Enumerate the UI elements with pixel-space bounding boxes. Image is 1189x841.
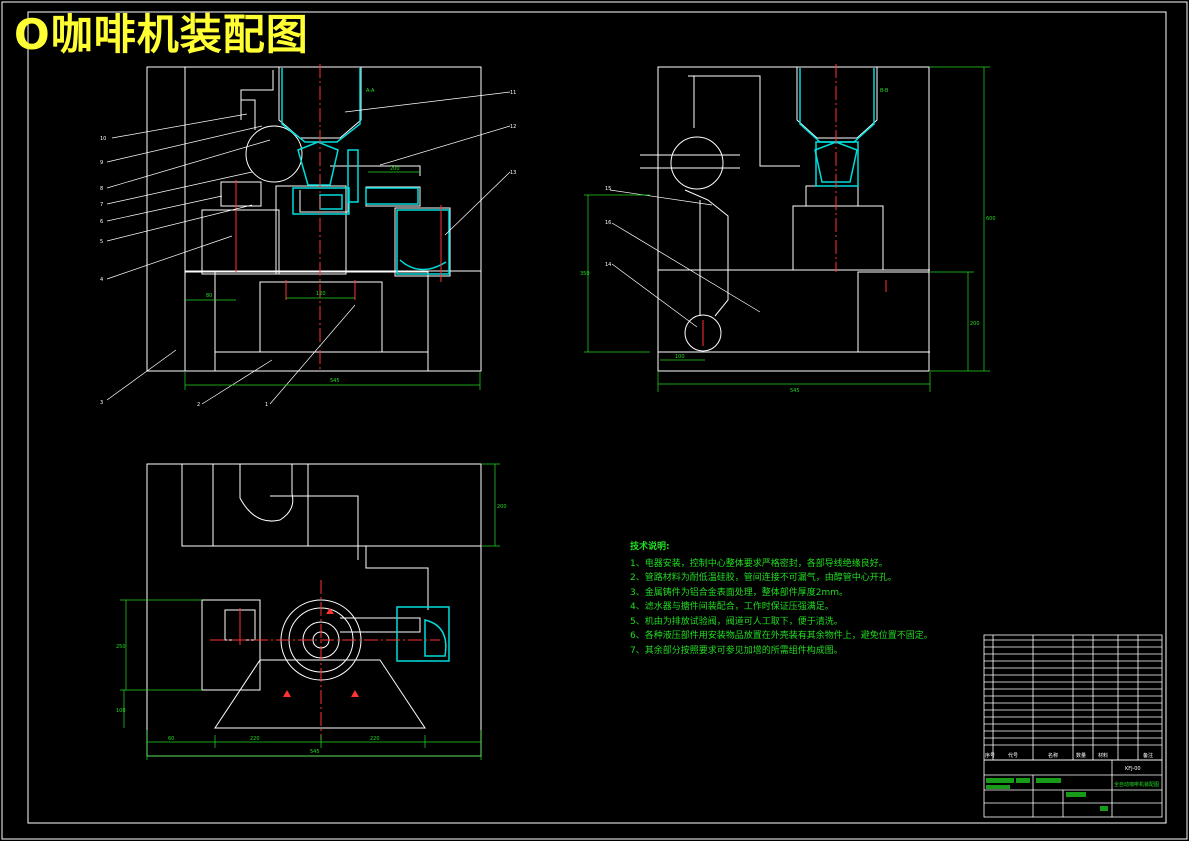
header-remark: 备注 [1143,752,1153,759]
leader-10: 10 [100,136,106,142]
note-item: 3、金属铸件为铝合金表面处理，整体部件厚度2mm。 [630,587,848,598]
note-item: 6、各种液压部件用安装物品放置在外壳装有其余物件上，避免位置不固定。 [630,631,933,641]
header-material: 材料 [1098,752,1108,759]
top-view-parts [396,606,450,662]
title-block [983,759,1163,818]
side-view-parts [799,68,875,187]
header-index: 序号 [985,752,995,759]
top-view-dim-values: 200 250 100 60 220 220 545 [116,504,507,755]
technical-notes: 技术说明: 1、电器安装，控制中心整体要求严格密封，各部导线绝缘良好。 2、管路… [630,540,933,658]
note-item: 1、电器安装，控制中心整体要求严格密封，各部导线绝缘良好。 [630,558,888,569]
front-view-dimensions [184,171,481,390]
side-view [640,66,930,372]
svg-text:220: 220 [250,736,260,742]
top-view [146,463,482,757]
drawing-name: 全自动咖啡机装配图 [1114,781,1159,788]
top-view-markers [283,608,359,697]
leader-8: 8 [100,186,103,192]
leader-7: 7 [100,202,103,208]
note-item: 5、机由为排放试验阀，阀道可人工取下，便于清洗。 [630,616,843,627]
front-view-centerlines [235,64,442,372]
svg-text:545: 545 [330,378,340,384]
front-view-leaders [106,91,511,405]
leader-15: 15 [605,186,611,192]
leader-14: 14 [605,262,611,268]
svg-text:600: 600 [986,216,996,222]
svg-text:545: 545 [310,749,320,755]
svg-text:250: 250 [116,644,126,650]
svg-text:80: 80 [206,293,212,299]
svg-text:120: 120 [316,291,326,297]
leader-11: 11 [510,90,516,96]
svg-text:200: 200 [390,166,400,172]
side-view-leaders [609,189,761,328]
parts-list-header: 序号 代号 名称 数量 材料 备注 [985,752,1153,759]
header-qty: 数量 [1076,752,1086,759]
inner-border [27,11,1167,824]
svg-text:100: 100 [116,708,126,714]
notes-heading: 技术说明: [630,542,670,552]
header-code: 代号 [1008,752,1018,759]
leader-9: 9 [100,160,103,166]
parts-list [983,634,1163,761]
view-label-side: B-B [880,88,889,94]
leader-13: 13 [510,170,516,176]
leader-16: 16 [605,220,611,226]
svg-text:220: 220 [370,736,380,742]
title-block-green [986,778,1108,811]
view-label-front: A-A [366,88,375,94]
top-view-centerlines [210,580,440,740]
leader-6: 6 [100,219,103,225]
note-item: 2、管路材料为耐低温硅胶，管间连接不可漏气，由醇管中心开孔。 [630,573,897,583]
side-view-dim-values: 600 200 350 545 100 [580,216,996,394]
side-view-dimensions [584,66,990,392]
top-view-dimensions [120,463,500,760]
note-item: 7、其余部分按照要求可参见加增的所需组件构成图。 [630,645,843,656]
drawing-title: O咖啡机装配图 [14,10,309,59]
svg-text:200: 200 [497,504,507,510]
svg-text:100: 100 [675,354,685,360]
svg-text:545: 545 [790,388,800,394]
leader-4: 4 [100,277,103,283]
drawing-number: KFJ-00 [1125,766,1141,772]
side-view-centerlines [702,64,887,346]
svg-text:60: 60 [168,736,174,742]
leader-1: 1 [265,402,268,408]
leader-3: 3 [100,400,103,406]
front-view-dim-values: 80 120 545 200 [206,166,400,384]
leader-5: 5 [100,239,103,245]
front-view [146,66,482,372]
svg-text:350: 350 [580,271,590,277]
front-view-parts [281,68,450,275]
leader-numbers: 10 9 8 7 6 5 4 3 2 1 11 12 13 15 16 14 [100,90,611,408]
note-item: 4、滤水器与搪件间装配合，工作时保证压强满足。 [630,602,834,612]
svg-text:200: 200 [970,321,980,327]
header-name: 名称 [1048,752,1058,759]
leader-2: 2 [197,402,200,408]
leader-12: 12 [510,124,516,130]
